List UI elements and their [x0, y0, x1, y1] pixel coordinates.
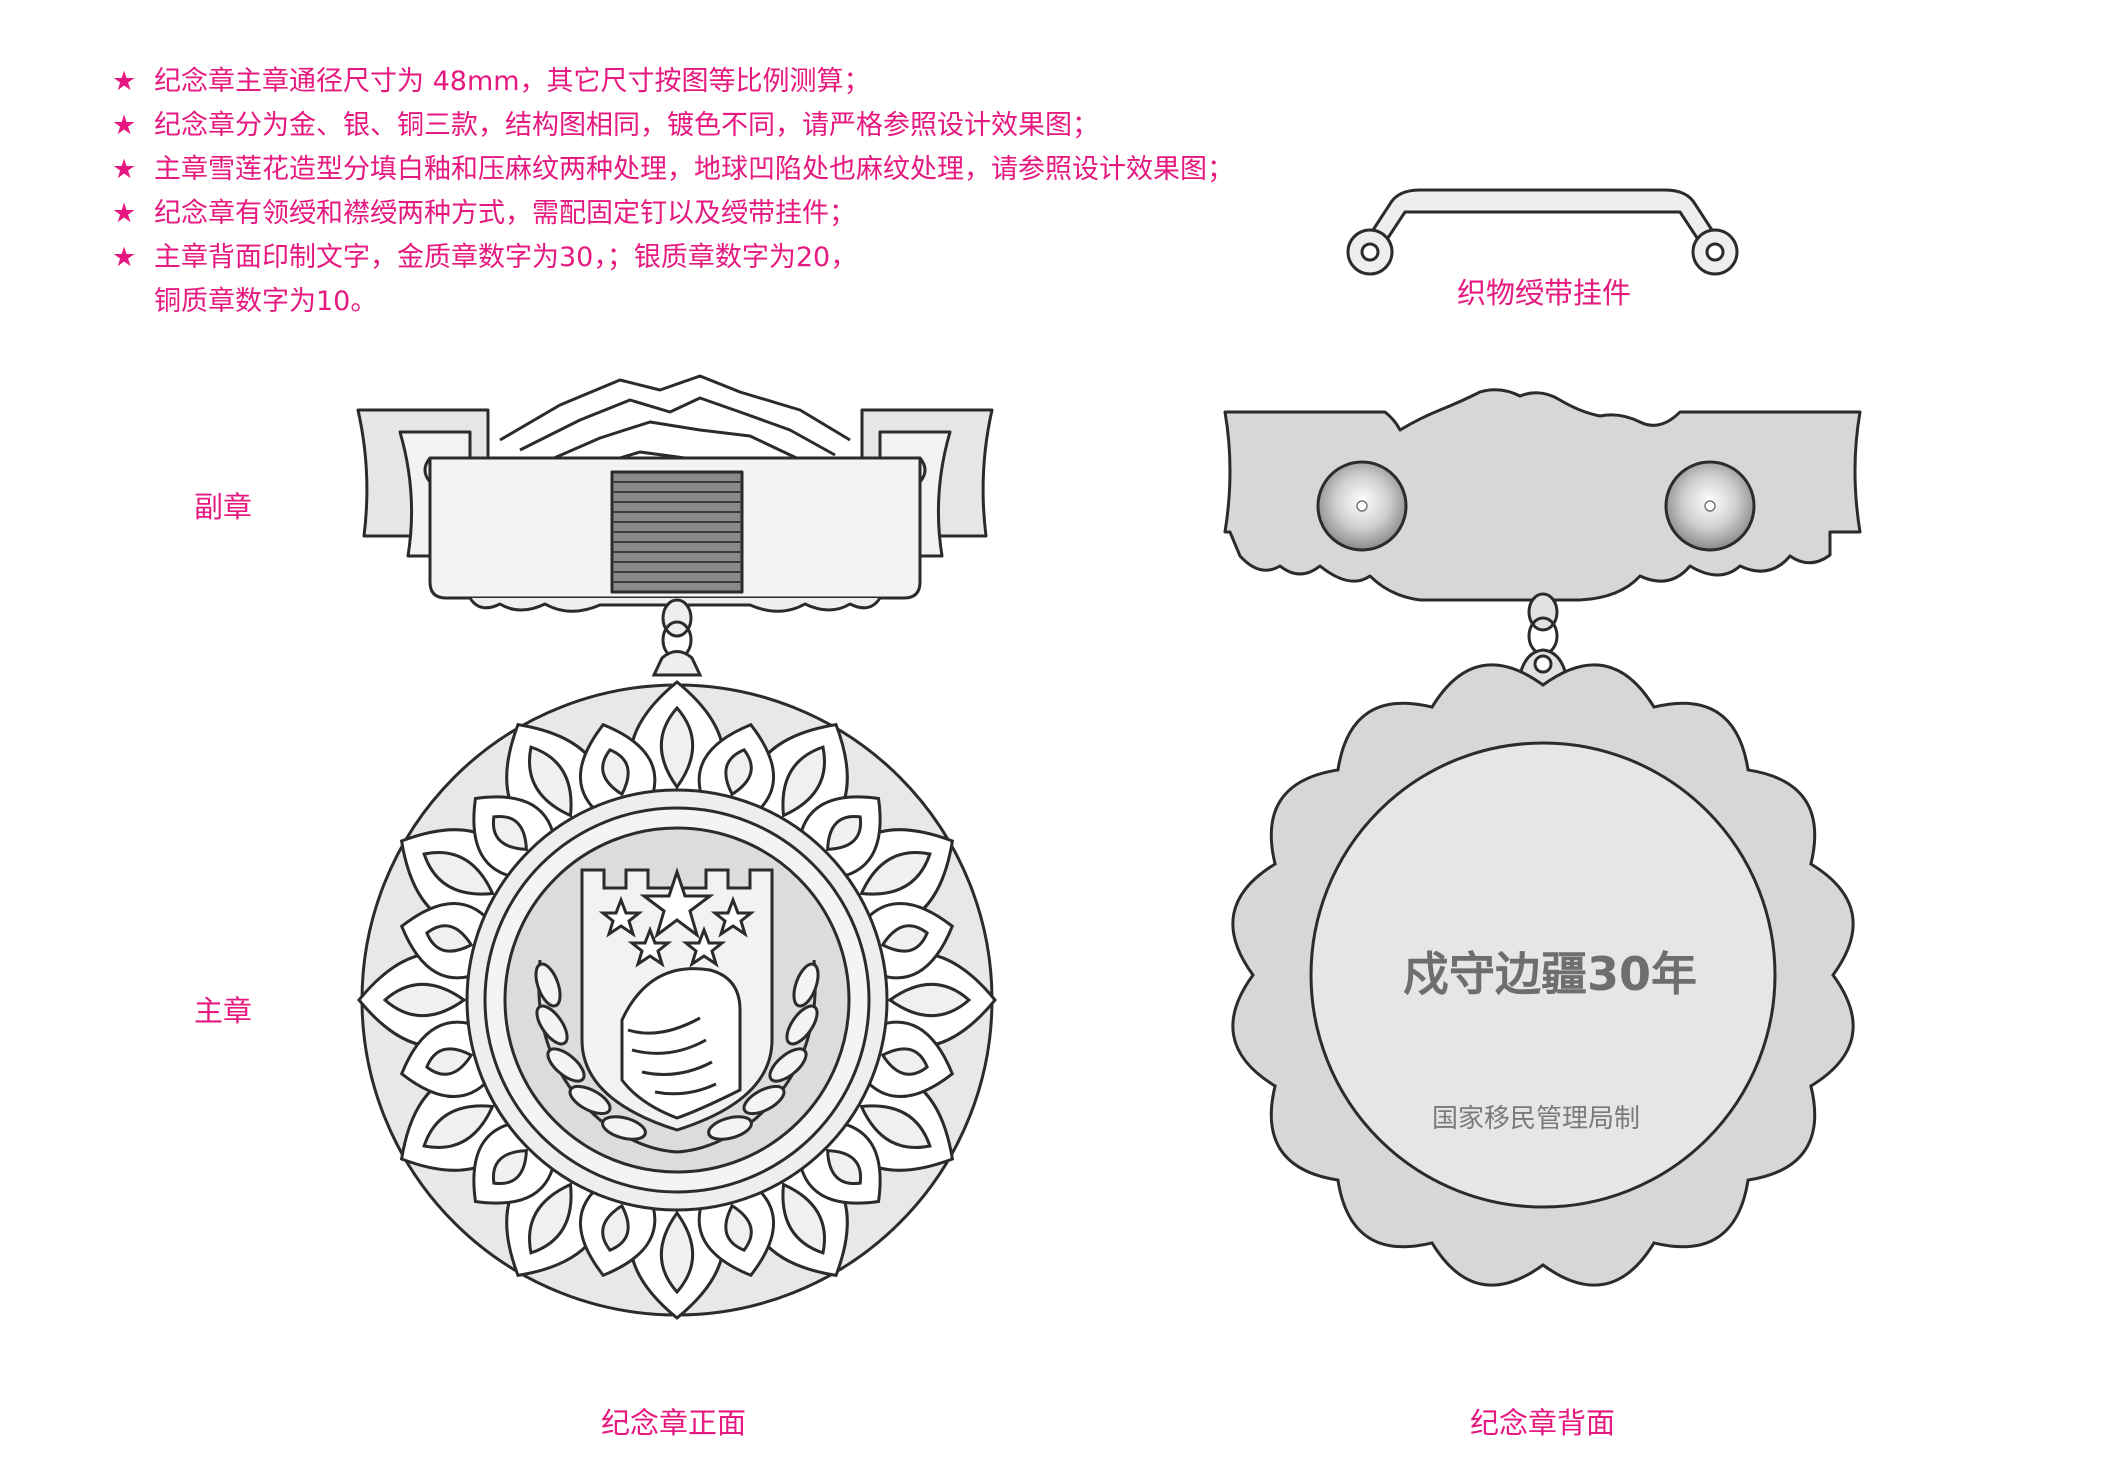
ribbon-hanger-icon [1346, 188, 1739, 276]
note-item: ★ 主章雪莲花造型分填白釉和压麻纹两种处理，地球凹陷处也麻纹处理，请参照设计效果… [112, 148, 1312, 192]
note-text: 纪念章有领绶和襟绶两种方式，需配固定钉以及绶带挂件； [154, 198, 856, 229]
back-main-badge [1231, 663, 1855, 1287]
back-sub-badge [1223, 388, 1862, 602]
petal-inner-shape [880, 924, 929, 953]
note-item: ★ 纪念章主章通径尺寸为 48mm，其它尺寸按图等比例测算； [112, 60, 1312, 104]
star-icon: ★ [112, 198, 137, 229]
front-main-badge [357, 680, 997, 1320]
star-icon: ★ [112, 110, 137, 141]
star-icon: ★ [112, 242, 137, 273]
front-sub-badge [356, 374, 994, 613]
note-text-continuation: 铜质章数字为10。 [154, 286, 378, 317]
petal-inner-shape [422, 851, 495, 896]
petal-inner-shape [528, 745, 573, 818]
petal-inner-shape [491, 814, 528, 851]
petal-inner-shape [601, 1203, 630, 1252]
petal-inner-shape [422, 1104, 495, 1149]
back-inscription-main: 戍守边疆30年 [1403, 947, 1698, 1001]
star-icon: ★ [112, 66, 137, 97]
front-connector [651, 598, 703, 677]
petal-inner-shape [601, 748, 630, 797]
petal-inner-shape [425, 924, 474, 953]
petal-inner-shape [425, 1047, 474, 1076]
petal-inner-shape [859, 851, 932, 896]
back-inscription-sub: 国家移民管理局制 [1432, 1104, 1641, 1134]
petal-inner-shape [887, 982, 972, 1018]
petal-inner-shape [528, 1182, 573, 1255]
label-front: 纪念章正面 [601, 1406, 747, 1440]
note-text: 纪念章分为金、银、铜三款，结构图相同，镀色不同，请严格参照设计效果图； [154, 110, 1099, 141]
note-item: ★ 主章背面印制文字，金质章数字为30，；银质章数字为20， 铜质章数字为10。 [112, 236, 1312, 324]
petal-inner-shape [659, 1210, 695, 1295]
back-connector [1516, 592, 1570, 688]
note-text: 主章背面印制文字，金质章数字为30，；银质章数字为20， [154, 242, 858, 273]
ribbon-stripes [612, 481, 742, 583]
petal-inner-shape [781, 1182, 826, 1255]
petal-inner-shape [382, 982, 467, 1018]
notes-list: ★ 纪念章主章通径尺寸为 48mm，其它尺寸按图等比例测算； ★ 纪念章分为金、… [112, 60, 1312, 324]
petal-inner-shape [659, 705, 695, 790]
label-back: 纪念章背面 [1470, 1406, 1616, 1440]
note-item: ★ 纪念章分为金、银、铜三款，结构图相同，镀色不同，请严格参照设计效果图； [112, 104, 1312, 148]
note-item: ★ 纪念章有领绶和襟绶两种方式，需配固定钉以及绶带挂件； [112, 192, 1312, 236]
star-icon: ★ [112, 154, 137, 185]
petal-inner-shape [880, 1047, 929, 1076]
petal-inner-shape [826, 814, 863, 851]
petal-inner-shape [491, 1149, 528, 1186]
note-text: 主章雪莲花造型分填白釉和压麻纹两种处理，地球凹陷处也麻纹处理，请参照设计效果图； [154, 154, 1234, 185]
label-main-badge: 主章 [194, 994, 253, 1028]
petal-inner-shape [826, 1149, 863, 1186]
petal-inner-shape [724, 1203, 753, 1252]
note-text: 纪念章主章通径尺寸为 48mm，其它尺寸按图等比例测算； [154, 66, 871, 97]
label-ribbon-hanger: 织物绶带挂件 [1457, 276, 1632, 310]
label-sub-badge: 副章 [194, 490, 253, 524]
petal-inner-shape [724, 748, 753, 797]
petal-inner-shape [781, 745, 826, 818]
petal-inner-shape [859, 1104, 932, 1149]
